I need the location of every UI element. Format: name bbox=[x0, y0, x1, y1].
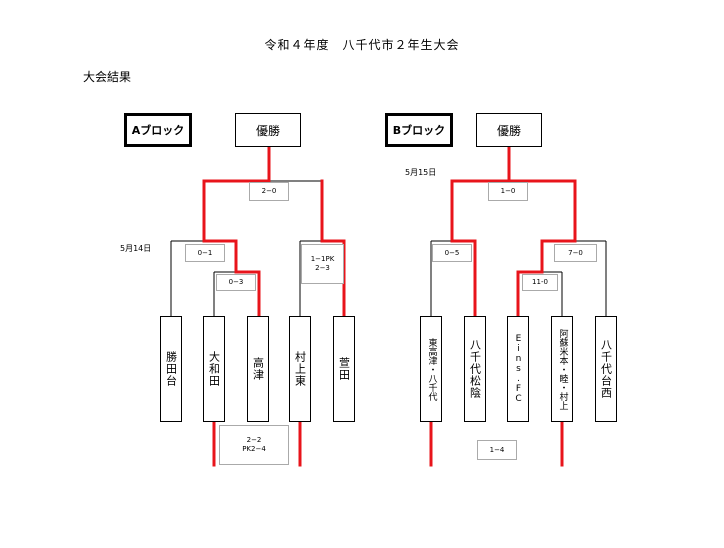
team-name: 東高津・八千代 bbox=[426, 337, 437, 401]
team-box: 萱田 bbox=[333, 316, 355, 422]
block-b-final-score: 1−0 bbox=[488, 182, 528, 201]
score-text: 2−0 bbox=[261, 187, 277, 196]
team-box: 八千代台西 bbox=[595, 316, 617, 422]
team-name: 高津 bbox=[251, 357, 265, 381]
team-box: 大和田 bbox=[203, 316, 225, 422]
team-name: 八千代台西 bbox=[599, 339, 613, 399]
section-title: 大会結果 bbox=[83, 70, 132, 84]
page-title: 令和４年度 八千代市２年生大会 bbox=[264, 38, 460, 52]
block-b-semi-left-score: 0−5 bbox=[432, 244, 472, 262]
score-text: 0−1 bbox=[197, 248, 213, 257]
team-name: 村上東 bbox=[293, 351, 307, 387]
block-b-win-lines bbox=[429, 145, 577, 467]
team-name: 八千代松陰 bbox=[468, 339, 482, 399]
block-b-winner-box: 優勝 bbox=[476, 113, 542, 147]
team-name: 大和田 bbox=[207, 351, 221, 387]
team-box: 村上東 bbox=[289, 316, 311, 422]
score-text: 0−5 bbox=[444, 248, 460, 257]
team-box: 八千代松陰 bbox=[464, 316, 486, 422]
score-text: 7−0 bbox=[568, 248, 583, 257]
score-line-2: PK2−4 bbox=[242, 445, 266, 453]
block-b-quarter-score: 11-0 bbox=[522, 274, 558, 291]
block-a-semi-right-score: 1−1PK 2−3 bbox=[301, 244, 344, 284]
team-name: 阿蘇米本・睦・村上 bbox=[557, 328, 568, 410]
team-name: Eins.FC bbox=[513, 334, 524, 404]
block-a-round1-date: 5月14日 bbox=[120, 244, 152, 253]
block-b-final-date: 5月15日 bbox=[405, 168, 437, 177]
block-a-win-lines bbox=[202, 145, 346, 467]
block-a-playoff-score: 2−2 PK2−4 bbox=[219, 425, 289, 465]
team-box: 阿蘇米本・睦・村上 bbox=[551, 316, 573, 422]
block-a-final-score: 2−0 bbox=[249, 182, 289, 201]
team-name: 萱田 bbox=[337, 357, 351, 381]
block-b-semi-right-score: 7−0 bbox=[554, 244, 597, 262]
block-a-quarter-score: 0−3 bbox=[216, 274, 256, 291]
block-b-playoff-score: 1−4 bbox=[477, 440, 517, 460]
team-box: 勝田台 bbox=[160, 316, 182, 422]
score-line-1: 2−2 bbox=[246, 436, 262, 445]
score-text: 1−4 bbox=[489, 445, 505, 454]
team-box: 高津 bbox=[247, 316, 269, 422]
score-line-2: 2−3 bbox=[315, 264, 330, 272]
block-a-semi-left-score: 0−1 bbox=[185, 244, 225, 262]
score-text: 1−0 bbox=[500, 187, 516, 196]
score-text: 0−3 bbox=[228, 278, 244, 287]
block-b-label: Bブロック bbox=[385, 113, 453, 147]
team-box: Eins.FC bbox=[507, 316, 529, 422]
block-a-label: Aブロック bbox=[124, 113, 192, 147]
team-box: 東高津・八千代 bbox=[420, 316, 442, 422]
score-text: 11-0 bbox=[532, 278, 548, 287]
score-line-1: 1−1PK bbox=[310, 255, 335, 264]
team-name: 勝田台 bbox=[164, 351, 178, 387]
block-a-winner-box: 優勝 bbox=[235, 113, 301, 147]
